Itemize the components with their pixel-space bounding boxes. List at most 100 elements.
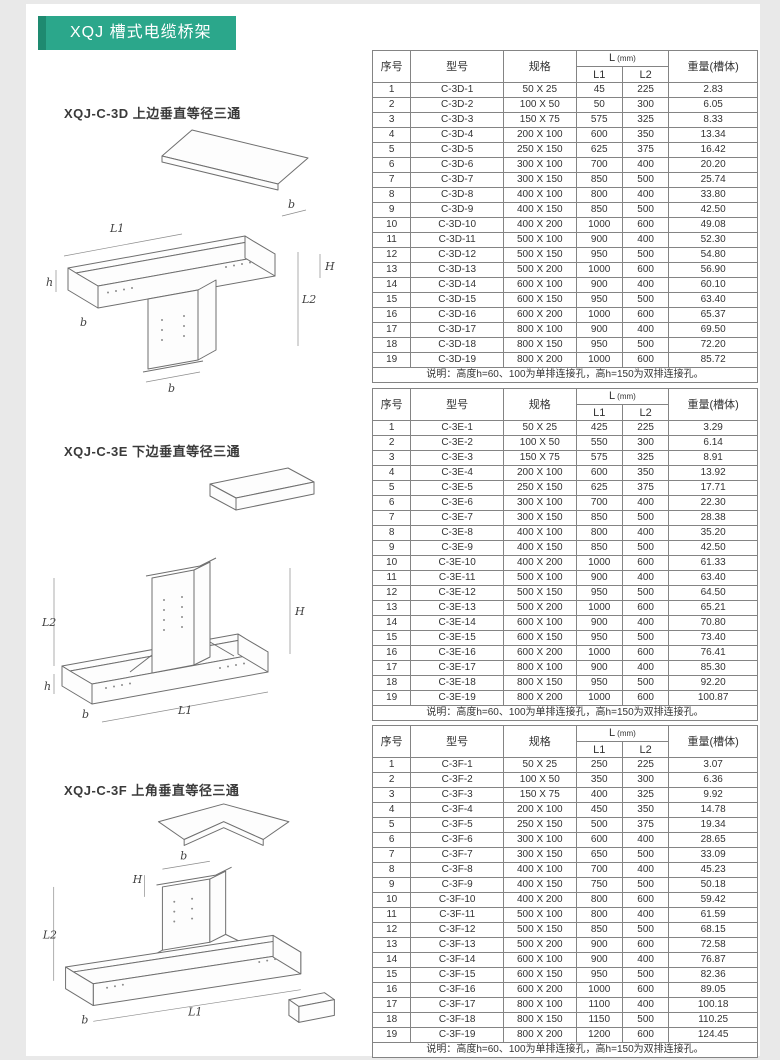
table-cell: 76.87 xyxy=(668,952,758,968)
col-header-l1: L1 xyxy=(575,741,623,758)
table-cell: 600 xyxy=(621,892,670,908)
table-cell: C-3F-17 xyxy=(410,997,505,1013)
table-cell: C-3F-1 xyxy=(410,757,505,773)
technical-drawing-c3e: L2 H h b L1 xyxy=(40,460,355,760)
table-cell: 150 X 75 xyxy=(503,112,577,128)
table-cell: 800 xyxy=(575,187,623,203)
table-cell: 50 X 25 xyxy=(503,420,577,436)
table-cell: 500 xyxy=(621,922,670,938)
table-cell: 650 xyxy=(575,847,623,863)
table-cell: 1000 xyxy=(575,352,623,368)
table-cell: 150 X 75 xyxy=(503,787,577,803)
table-cell: 3 xyxy=(371,787,412,803)
table-cell: 22.30 xyxy=(668,495,758,511)
table-cell: 2 xyxy=(371,435,412,451)
table-cell: 17 xyxy=(371,997,412,1013)
table-cell: 85.30 xyxy=(668,660,758,676)
table-cell: 500 xyxy=(621,877,670,893)
table-cell: 3 xyxy=(371,112,412,128)
table-cell: 17 xyxy=(371,660,412,676)
table-cell: 625 xyxy=(575,480,623,496)
table-cell: 800 X 100 xyxy=(503,660,577,676)
table-cell: 10 xyxy=(371,555,412,571)
col-header-l1: L1 xyxy=(575,404,623,421)
table-cell: 400 X 100 xyxy=(503,525,577,541)
table-cell: C-3E-10 xyxy=(410,555,505,571)
table-cell: 850 xyxy=(575,540,623,556)
table-cell: C-3F-6 xyxy=(410,832,505,848)
table-cell: 8 xyxy=(371,862,412,878)
table-cell: 14 xyxy=(371,952,412,968)
table-cell: 500 xyxy=(575,817,623,833)
table-cell: 800 X 150 xyxy=(503,337,577,353)
table-cell: 600 xyxy=(621,982,670,998)
table-cell: C-3D-13 xyxy=(410,262,505,278)
table-cell: 500 xyxy=(621,630,670,646)
drawing-c3e-svg: L2 H h b L1 xyxy=(41,467,315,723)
svg-text:b: b xyxy=(81,1013,88,1026)
table-cell: 400 xyxy=(621,862,670,878)
table-cell: 2.83 xyxy=(668,82,758,98)
table-cell: 500 xyxy=(621,967,670,983)
table-cell: C-3D-2 xyxy=(410,97,505,113)
table-cell: 110.25 xyxy=(668,1012,758,1028)
table-cell: 1000 xyxy=(575,982,623,998)
table-cell: C-3E-5 xyxy=(410,480,505,496)
table-cell: 5 xyxy=(371,817,412,833)
section-heading-c3f: XQJ-C-3F 上角垂直等径三通 xyxy=(64,783,240,798)
table-cell: 500 X 100 xyxy=(503,232,577,248)
table-cell: 50 X 25 xyxy=(503,757,577,773)
table-cell: 600 X 200 xyxy=(503,982,577,998)
table-cell: 52.30 xyxy=(668,232,758,248)
table-cell: 11 xyxy=(371,907,412,923)
table-cell: 124.45 xyxy=(668,1027,758,1043)
table-cell: 6 xyxy=(371,495,412,511)
svg-text:L2: L2 xyxy=(301,293,316,306)
table-cell: 2 xyxy=(371,97,412,113)
table-cell: C-3F-4 xyxy=(410,802,505,818)
table-cell: 300 X 150 xyxy=(503,510,577,526)
table-cell: 73.40 xyxy=(668,630,758,646)
table-cell: 300 xyxy=(621,97,670,113)
table-cell: C-3E-19 xyxy=(410,690,505,706)
table-cell: C-3D-5 xyxy=(410,142,505,158)
table-cell: 6.36 xyxy=(668,772,758,788)
col-header-l-group: L(mm) xyxy=(575,50,670,67)
table-cell: 800 xyxy=(575,907,623,923)
col-header-l2: L2 xyxy=(621,404,670,421)
table-cell: 850 xyxy=(575,202,623,218)
col-header-model: 型号 xyxy=(410,725,505,758)
table-cell: 70.80 xyxy=(668,615,758,631)
svg-text:L2: L2 xyxy=(42,928,57,941)
table-cell: 9 xyxy=(371,540,412,556)
table-note: 说明：高度h=60、100为单排连接孔，高h=150为双排连接孔。 xyxy=(372,1042,758,1058)
table-cell: 300 xyxy=(621,772,670,788)
table-cell: 16.42 xyxy=(668,142,758,158)
table-cell: 2 xyxy=(371,772,412,788)
table-cell: 550 xyxy=(575,435,623,451)
table-cell: C-3F-5 xyxy=(410,817,505,833)
table-cell: 500 xyxy=(621,172,670,188)
table-cell: 72.20 xyxy=(668,337,758,353)
table-cell: C-3F-7 xyxy=(410,847,505,863)
table-cell: 400 xyxy=(621,997,670,1013)
table-cell: 1000 xyxy=(575,307,623,323)
